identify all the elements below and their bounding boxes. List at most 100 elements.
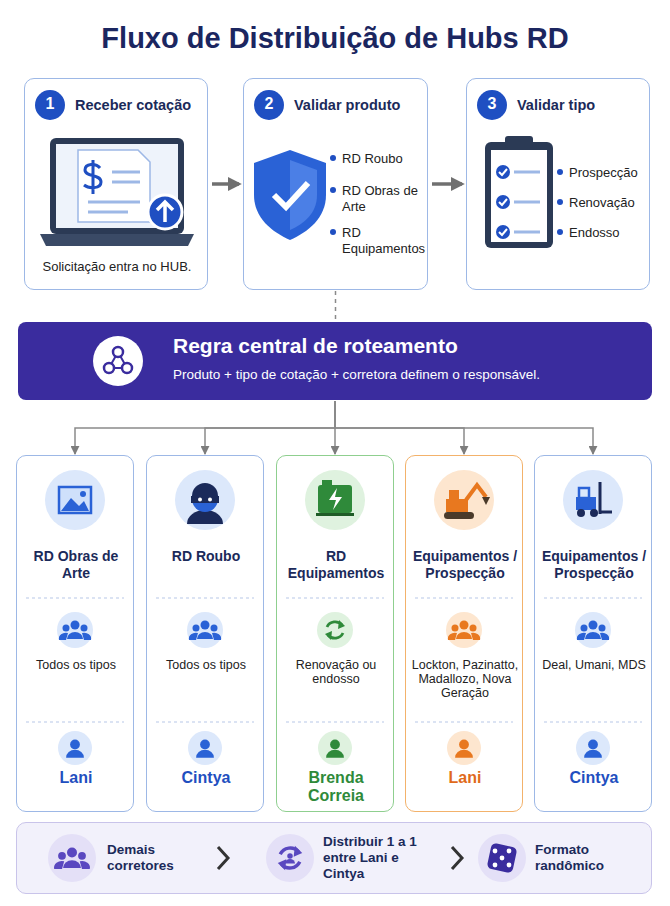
graphic-circle	[330, 229, 336, 235]
graphic-circle	[305, 470, 365, 530]
graphic-circle	[557, 229, 563, 235]
graphic-circle	[198, 498, 202, 502]
graphic-circle	[478, 834, 526, 882]
node-heading: Receber cotação	[75, 96, 203, 114]
graphic-use	[278, 846, 302, 870]
node-text: Formato randômico	[535, 842, 635, 874]
node-text: RD Roubo	[342, 151, 424, 167]
graphic-path	[514, 172, 540, 232]
connector	[335, 401, 593, 454]
connector	[212, 182, 239, 186]
laptop-icon	[40, 138, 194, 246]
graphic-circle	[557, 199, 563, 205]
graphic-use	[325, 620, 345, 640]
node-text: Cintya	[151, 769, 261, 787]
node-text: Renovação ou endosso	[281, 658, 391, 686]
graphic-rect	[487, 843, 518, 874]
graphic-path	[157, 202, 173, 222]
graphic-use	[59, 621, 91, 641]
node-heading: Regra central de roteamento	[173, 333, 643, 359]
graphic-rect	[505, 136, 533, 148]
graphic-circle	[80, 491, 86, 497]
graphic-path	[192, 483, 218, 496]
graphic-path	[61, 498, 89, 511]
graphic-circle	[434, 470, 494, 530]
graphic-rect	[318, 485, 352, 513]
node-heading: Equipamentos / Prospecção	[410, 548, 520, 582]
graphic-circle	[496, 195, 510, 209]
graphic-circle	[148, 195, 182, 229]
graphic-circle	[507, 849, 512, 854]
node-text: Todos os tipos	[21, 658, 131, 672]
fallback-bar: Demais corretoresDistribuir 1 a 1 entre …	[16, 822, 652, 894]
node-text: RD Obras de Arte	[342, 183, 424, 215]
graphic-rect	[316, 513, 354, 516]
diagram-title: Fluxo de Distribuição de Hubs RD	[0, 22, 670, 55]
graphic-circle	[557, 169, 563, 175]
graphic-path	[40, 234, 194, 246]
connector	[75, 401, 335, 454]
graphic-circle	[58, 731, 92, 765]
connector	[205, 401, 335, 454]
thief-icon	[175, 470, 235, 530]
graphic-circle	[590, 509, 598, 517]
graphic-use	[455, 740, 473, 758]
node-heading: Equipamentos / Prospecção	[539, 548, 649, 582]
graphic-circle	[318, 731, 352, 765]
graphic-rect	[579, 488, 589, 498]
graphic-circle	[188, 731, 222, 765]
graphic-use	[196, 740, 214, 758]
node-text: Renovação	[569, 195, 647, 211]
node-heading: 1	[35, 94, 65, 114]
connector	[335, 291, 337, 321]
graphic-circle	[575, 612, 611, 648]
graphic-use	[54, 847, 90, 869]
node-text: Deal, Umani, MDS	[539, 658, 649, 672]
node-text: Brenda Correia	[281, 769, 391, 805]
graphic-use	[285, 853, 295, 863]
step-number: 3	[477, 90, 507, 120]
network-icon	[93, 336, 143, 386]
graphic-path	[84, 160, 101, 194]
node-text: Todos os tipos	[151, 658, 261, 672]
node-text: Cintya	[539, 769, 649, 787]
graphic-circle	[113, 347, 123, 357]
node-text: Solicitação entra no HUB.	[29, 259, 205, 275]
graphic-rect	[59, 487, 91, 513]
graphic-rect	[485, 142, 553, 248]
graphic-circle	[496, 225, 510, 239]
graphic-circle	[266, 834, 314, 882]
step-number: 1	[35, 90, 65, 120]
connector	[432, 182, 462, 186]
graphic-circle	[493, 849, 498, 854]
graphic-path	[274, 183, 308, 207]
graphic-circle	[576, 731, 610, 765]
graphic-circle	[208, 498, 212, 502]
node-heading: 2	[254, 94, 284, 114]
graphic-circle	[57, 612, 93, 648]
graphic-rect	[322, 480, 332, 485]
person-icons	[58, 731, 610, 765]
graphic-circle	[122, 363, 132, 373]
node-text: Lani	[410, 769, 520, 787]
graphic-rect	[449, 490, 459, 500]
graphic-circle	[330, 155, 336, 161]
graphic-use	[66, 740, 84, 758]
node-text: RD Equipamentos	[342, 225, 424, 257]
graphic-circle	[93, 336, 143, 386]
graphic-g	[493, 849, 512, 868]
graphic-rect	[446, 499, 468, 512]
graphic-path	[482, 497, 490, 505]
graphic-rect	[444, 512, 474, 519]
node-text: Lani	[21, 769, 131, 787]
node-heading: 3	[477, 94, 507, 114]
forklift-icon	[563, 470, 623, 530]
step-number: 2	[254, 90, 284, 120]
group-icons	[57, 612, 611, 648]
graphic-circle	[446, 612, 482, 648]
graphic-rect	[491, 150, 547, 242]
graphic-use	[448, 621, 480, 641]
graphic-path	[600, 482, 612, 514]
graphic-use	[326, 740, 344, 758]
graphic-circle	[507, 863, 512, 868]
